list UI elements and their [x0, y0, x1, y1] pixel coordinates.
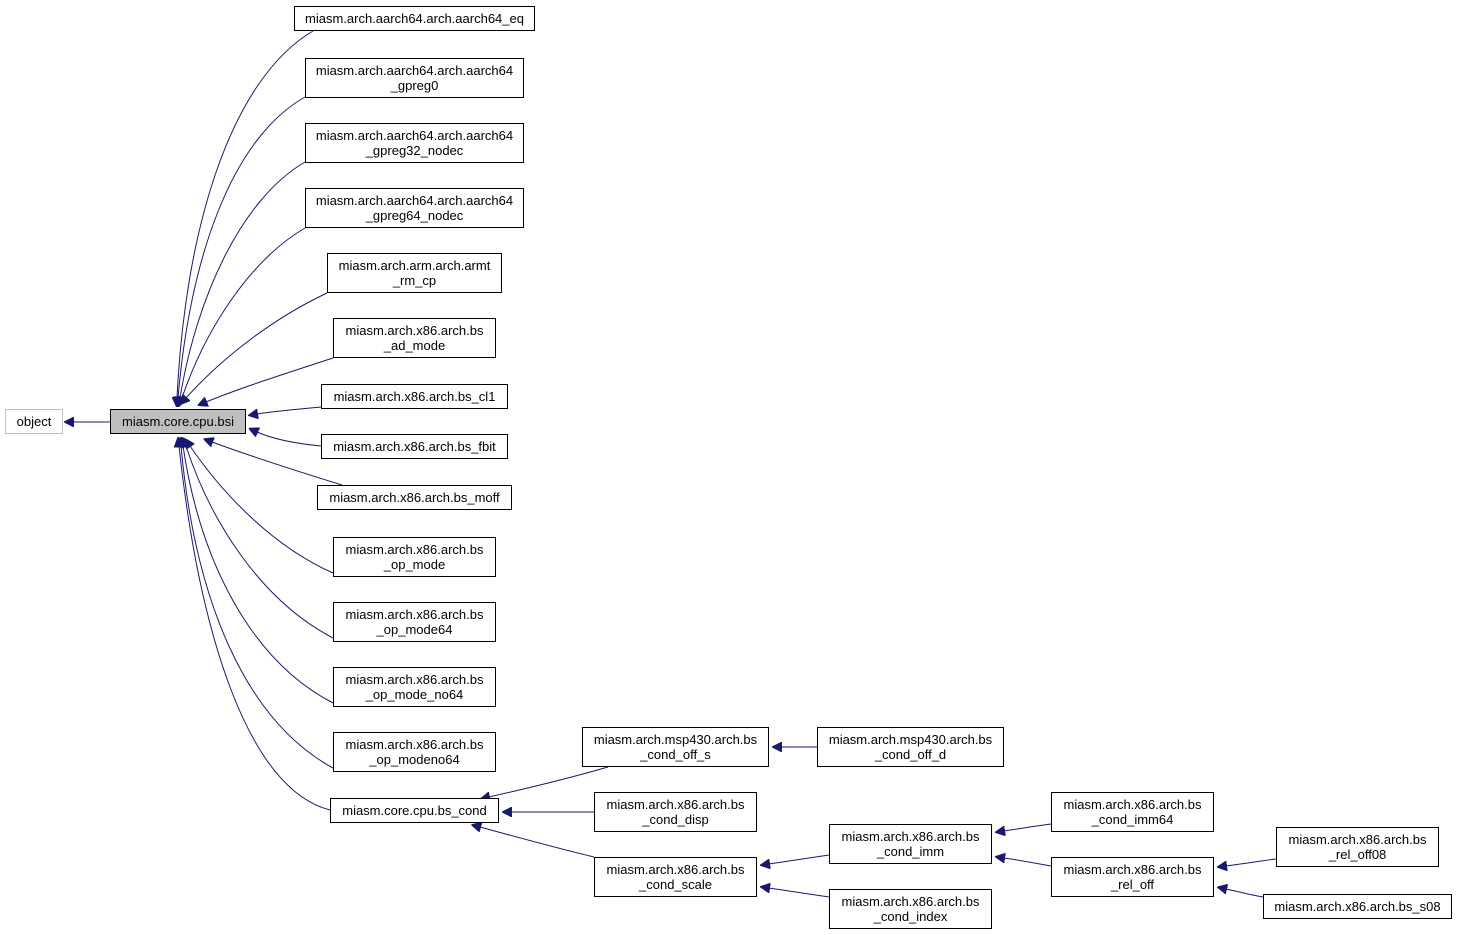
- edge-bs_rel_off08-to-bs_rel_off: [1226, 858, 1277, 866]
- class-node-label: miasm.arch.msp430.arch.bs: [593, 732, 758, 747]
- class-node-bs-cond-imm[interactable]: miasm.arch.x86.arch.bs_cond_imm: [829, 824, 992, 864]
- class-node-label: _cond_imm64: [1091, 812, 1174, 827]
- class-node-bs-cl1[interactable]: miasm.arch.x86.arch.bs_cl1: [321, 384, 508, 409]
- class-node-label: miasm.arch.x86.arch.bs: [841, 894, 980, 909]
- class-node-object: object: [5, 409, 63, 434]
- class-node-bs-ad-mode[interactable]: miasm.arch.x86.arch.bs_ad_mode: [333, 318, 496, 358]
- edge-bs_op_modeno64-to-bsi: [181, 446, 334, 769]
- class-node-label: _cond_imm: [876, 844, 945, 859]
- class-node-bs-cond-imm64[interactable]: miasm.arch.x86.arch.bs_cond_imm64: [1051, 792, 1214, 832]
- edge-bs_cond_index-to-bs_cond_scale: [769, 888, 830, 898]
- edge-bs_cl1-to-bsi: [257, 406, 322, 414]
- class-node-aarch64-gpreg64-nodec[interactable]: miasm.arch.aarch64.arch.aarch64_gpreg64_…: [305, 188, 524, 228]
- class-node-msp-cond-off-s[interactable]: miasm.arch.msp430.arch.bs_cond_off_s: [582, 727, 769, 767]
- edge-aarch64_eq-to-bsi: [177, 30, 314, 398]
- class-node-label: miasm.arch.aarch64.arch.aarch64_eq: [305, 11, 524, 26]
- class-node-armt-rm-cp[interactable]: miasm.arch.arm.arch.armt_rm_cp: [327, 253, 502, 293]
- class-node-label: _gpreg64_nodec: [365, 208, 464, 223]
- edge-bs_cond_imm64-to-bs_cond_imm: [1004, 823, 1052, 831]
- class-node-label: _rel_off08: [1328, 847, 1387, 862]
- class-node-label: miasm.arch.x86.arch.bs: [345, 323, 484, 338]
- class-node-label: _cond_off_s: [640, 747, 711, 762]
- class-node-label: _cond_disp: [642, 812, 709, 827]
- edge-bs_op_mode_no64-to-bsi: [183, 446, 334, 704]
- class-node-label: miasm.arch.aarch64.arch.aarch64: [315, 128, 514, 143]
- class-node-label: _op_mode64: [376, 622, 453, 637]
- class-node-bs-fbit[interactable]: miasm.arch.x86.arch.bs_fbit: [321, 434, 508, 459]
- class-node-label: miasm.arch.x86.arch.bs: [1063, 862, 1202, 877]
- class-node-label: miasm.core.cpu.bs_cond: [342, 803, 487, 818]
- class-node-label: miasm.arch.x86.arch.bs: [1288, 832, 1427, 847]
- class-node-bs-moff[interactable]: miasm.arch.x86.arch.bs_moff: [317, 485, 512, 510]
- class-node-bs-rel-off[interactable]: miasm.arch.x86.arch.bs_rel_off: [1051, 857, 1214, 897]
- edge-bs_cond-to-bsi: [179, 446, 331, 811]
- class-node-label: miasm.arch.aarch64.arch.aarch64: [315, 63, 514, 78]
- class-node-label: miasm.core.cpu.bsi: [122, 414, 234, 429]
- class-node-label: _rm_cp: [392, 273, 437, 288]
- class-node-label: miasm.arch.arm.arch.armt: [338, 258, 491, 273]
- class-node-bs-s08[interactable]: miasm.arch.x86.arch.bs_s08: [1263, 894, 1452, 919]
- edge-aarch64_gpreg0-to-bsi: [178, 96, 306, 398]
- edge-aarch64_gpreg32_nodec-to-bsi: [180, 161, 306, 398]
- class-node-bs-cond-scale[interactable]: miasm.arch.x86.arch.bs_cond_scale: [594, 857, 757, 897]
- class-node-label: _cond_scale: [639, 877, 712, 892]
- edge-msp_cond_off_s-to-bs_cond: [489, 766, 609, 797]
- class-node-label: object: [16, 414, 52, 429]
- class-node-bs-cond-disp[interactable]: miasm.arch.x86.arch.bs_cond_disp: [594, 792, 757, 832]
- class-node-aarch64-gpreg32-nodec[interactable]: miasm.arch.aarch64.arch.aarch64_gpreg32_…: [305, 123, 524, 163]
- edge-armt_rm_cp-to-bsi: [186, 292, 328, 398]
- edge-bs_op_mode64-to-bsi: [186, 446, 334, 639]
- class-node-label: _gpreg32_nodec: [365, 143, 464, 158]
- class-node-label: miasm.arch.x86.arch.bs: [1063, 797, 1202, 812]
- class-node-label: miasm.arch.aarch64.arch.aarch64: [315, 193, 514, 208]
- class-node-label: miasm.arch.x86.arch.bs: [345, 607, 484, 622]
- class-node-label: miasm.arch.x86.arch.bs_moff: [329, 490, 500, 505]
- class-node-msp-cond-off-d[interactable]: miasm.arch.msp430.arch.bs_cond_off_d: [817, 727, 1004, 767]
- class-node-label: miasm.arch.x86.arch.bs_cl1: [333, 389, 496, 404]
- edge-bs_ad_mode-to-bsi: [206, 357, 334, 402]
- edge-bs_fbit-to-bsi: [257, 432, 322, 447]
- class-node-label: miasm.arch.x86.arch.bs_fbit: [333, 439, 496, 454]
- class-node-bs-op-mode-no64[interactable]: miasm.arch.x86.arch.bs_op_mode_no64: [333, 667, 496, 707]
- class-node-aarch64-gpreg0[interactable]: miasm.arch.aarch64.arch.aarch64_gpreg0: [305, 58, 524, 98]
- edge-bs_cond_imm-to-bs_cond_scale: [769, 854, 830, 864]
- class-node-label: _op_mode: [383, 557, 446, 572]
- class-node-label: miasm.arch.x86.arch.bs_s08: [1274, 899, 1441, 914]
- class-node-label: _ad_mode: [383, 338, 446, 353]
- edge-bs_s08-to-bs_rel_off: [1226, 889, 1264, 898]
- class-node-bs-cond[interactable]: miasm.core.cpu.bs_cond: [330, 798, 499, 823]
- class-node-label: miasm.arch.x86.arch.bs: [841, 829, 980, 844]
- class-node-label: miasm.arch.x86.arch.bs: [606, 797, 745, 812]
- edge-bs_cond_scale-to-bs_cond: [480, 827, 595, 858]
- class-node-label: _rel_off: [1110, 877, 1155, 892]
- edge-bs_rel_off-to-bs_cond_imm: [1004, 858, 1052, 867]
- class-node-label: _op_mode_no64: [365, 687, 464, 702]
- edge-bs_moff-to-bsi: [212, 442, 343, 486]
- class-node-label: miasm.arch.x86.arch.bs: [345, 737, 484, 752]
- class-node-label: _cond_index: [873, 909, 948, 924]
- edge-bs_op_mode-to-bsi: [190, 446, 334, 574]
- class-node-label: miasm.arch.x86.arch.bs: [345, 672, 484, 687]
- class-node-label: _gpreg0: [390, 78, 439, 93]
- class-node-label: _op_modeno64: [369, 752, 460, 767]
- class-node-bs-op-mode64[interactable]: miasm.arch.x86.arch.bs_op_mode64: [333, 602, 496, 642]
- class-node-label: _cond_off_d: [874, 747, 947, 762]
- class-node-bs-rel-off08[interactable]: miasm.arch.x86.arch.bs_rel_off08: [1276, 827, 1439, 867]
- class-node-aarch64-eq[interactable]: miasm.arch.aarch64.arch.aarch64_eq: [294, 6, 535, 31]
- edge-aarch64_gpreg64_nodec-to-bsi: [182, 227, 306, 398]
- class-node-bs-op-modeno64[interactable]: miasm.arch.x86.arch.bs_op_modeno64: [333, 732, 496, 772]
- class-node-label: miasm.arch.x86.arch.bs: [606, 862, 745, 877]
- class-node-bs-cond-index[interactable]: miasm.arch.x86.arch.bs_cond_index: [829, 889, 992, 929]
- class-node-bs-op-mode[interactable]: miasm.arch.x86.arch.bs_op_mode: [333, 537, 496, 577]
- class-node-label: miasm.arch.x86.arch.bs: [345, 542, 484, 557]
- class-node-label: miasm.arch.msp430.arch.bs: [828, 732, 993, 747]
- class-node-bsi[interactable]: miasm.core.cpu.bsi: [110, 409, 246, 434]
